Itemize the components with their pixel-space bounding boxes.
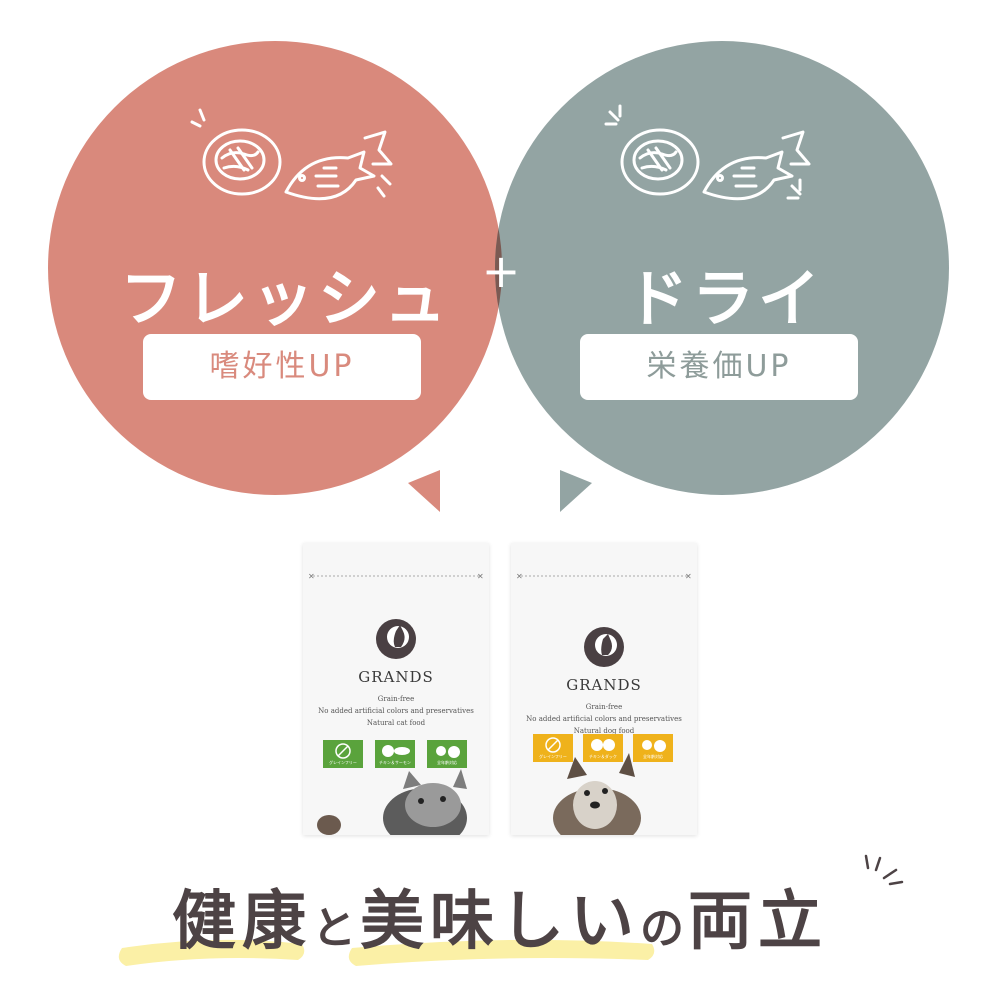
svg-text:✕: ✕: [477, 572, 484, 581]
headline-particle-to: と: [312, 903, 360, 954]
dog-food-package: ✕ ✕ GRANDS Grain-free No added artificia…: [511, 543, 697, 835]
grain-free-badge: グレインフリー: [533, 734, 573, 762]
desc-line: No added artificial colors and preservat…: [318, 707, 474, 715]
brand-name: GRANDS: [566, 676, 642, 694]
desc-line: Natural cat food: [366, 719, 426, 727]
desc-line: Grain-free: [585, 703, 623, 711]
fresh-meat-icon: [190, 108, 282, 196]
package-description: Grain-free No added artificial colors an…: [303, 693, 489, 729]
dry-fish-icon: [702, 130, 811, 201]
grain-free-badge: グレインフリー: [323, 740, 363, 768]
svg-text:✕: ✕: [308, 572, 315, 581]
badge-label: グレインフリー: [539, 754, 567, 759]
badge-label: グレインフリー: [329, 760, 357, 765]
badge-label: チキン＆サーモン: [379, 760, 411, 765]
dry-title: ドライ: [625, 262, 824, 335]
svg-text:✕: ✕: [685, 572, 692, 581]
headline-particle-no: の: [640, 903, 688, 954]
plus-sign: +: [481, 244, 521, 298]
protein-badge: チキン＆サーモン: [375, 740, 415, 768]
package-description: Grain-free No added artificial colors an…: [511, 701, 697, 737]
package-art: ✕ ✕: [308, 572, 484, 835]
package-art: ✕ ✕: [516, 572, 692, 835]
headline-delicious: 美味しい: [360, 885, 640, 959]
svg-text:✕: ✕: [516, 572, 523, 581]
badge-label: 全年齢対応: [437, 760, 457, 765]
sparkle-icon: [864, 854, 904, 886]
all-ages-badge: 全年齢対応: [427, 740, 467, 768]
headline-health: 健康: [172, 885, 312, 959]
all-ages-badge: 全年齢対応: [633, 734, 673, 762]
desc-line: Natural dog food: [573, 727, 635, 735]
protein-badge: チキン＆ダック: [583, 734, 623, 762]
desc-line: Grain-free: [377, 695, 415, 703]
fresh-title: フレッシュ: [120, 262, 451, 335]
dry-benefit-pill: 栄養価UP: [580, 334, 858, 400]
desc-line: No added artificial colors and preservat…: [526, 715, 682, 723]
fresh-fish-icon: [284, 130, 393, 201]
dog-photo: [553, 753, 641, 835]
cat-photo: [317, 769, 467, 835]
dry-meat-icon: [604, 104, 700, 196]
headline: 健康と美味しいの両立: [0, 870, 1000, 960]
badge-label: 全年齢対応: [643, 754, 663, 759]
brand-name: GRANDS: [358, 668, 434, 686]
fresh-benefit-pill: 嗜好性UP: [143, 334, 421, 400]
badge-label: チキン＆ダック: [589, 754, 617, 759]
cat-food-package: ✕ ✕ GRANDS Grain-free No added artificia…: [303, 543, 489, 835]
headline-balance: 両立: [688, 885, 828, 959]
